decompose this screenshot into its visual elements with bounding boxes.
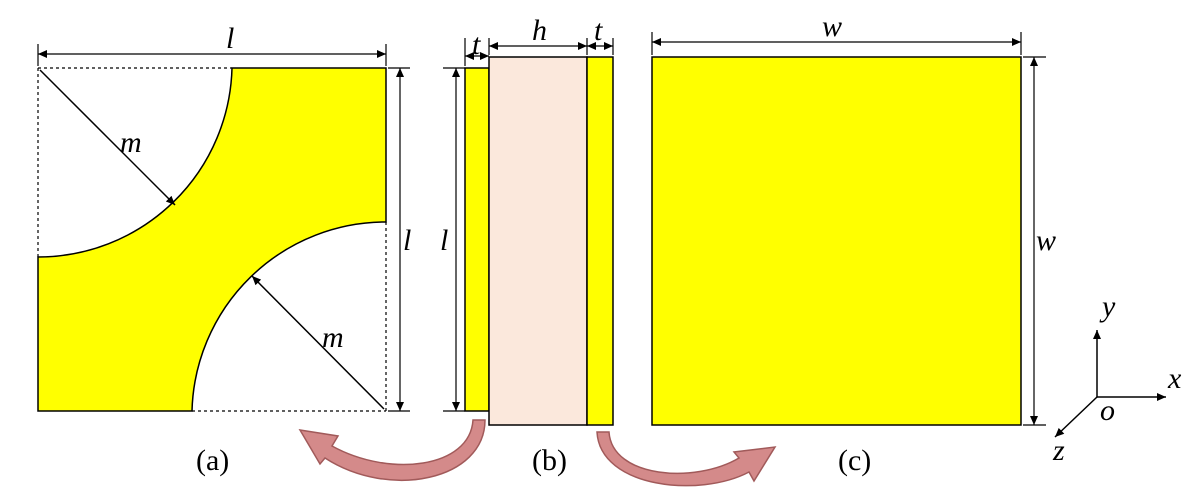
z-axis-label: z <box>1052 434 1065 467</box>
curved-arrow-to-a <box>298 419 486 482</box>
dim-label-top-l: l <box>226 22 234 55</box>
radius-arrow-upper <box>39 69 176 206</box>
caption-a: (a) <box>196 444 229 477</box>
radius-label-lower: m <box>322 321 344 354</box>
x-axis-label: x <box>1167 362 1182 395</box>
dim-label-top-w: w <box>822 10 842 43</box>
dim-label-t-right: t <box>594 14 603 47</box>
panel-b: l t h t (b) <box>440 14 614 477</box>
dim-label-t-left: t <box>472 28 481 61</box>
ground-plane <box>651 56 1022 426</box>
dim-label-right-w: w <box>1036 224 1056 257</box>
dim-label-h: h <box>532 14 547 47</box>
panel-a: m m l l (a) <box>37 22 411 477</box>
panel-c: w w (c) <box>651 10 1056 477</box>
radius-label-upper: m <box>120 126 142 159</box>
dim-label-height-l: l <box>440 224 448 257</box>
coordinate-axes: y x z o <box>1052 290 1182 467</box>
dim-label-right-l: l <box>403 224 411 257</box>
z-axis-arrow <box>1054 396 1098 438</box>
caption-b: (b) <box>532 444 567 477</box>
caption-c: (c) <box>838 444 871 477</box>
curved-arrow-to-c <box>596 431 777 487</box>
substrate-layer <box>488 56 588 426</box>
patch-layer-right <box>586 56 614 426</box>
radius-arrow-lower <box>251 275 385 410</box>
y-axis-label: y <box>1099 290 1116 323</box>
origin-label: o <box>1100 394 1115 427</box>
dashed-outline <box>37 67 387 412</box>
patch-layer-left <box>464 67 490 412</box>
